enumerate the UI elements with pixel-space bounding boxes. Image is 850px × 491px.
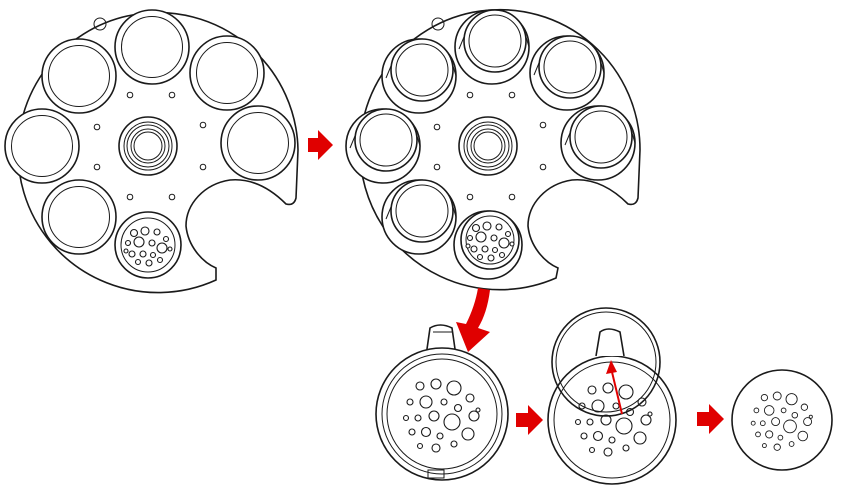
perforated-filter-slot-raised — [453, 210, 523, 280]
arrow-right-3 — [697, 404, 724, 434]
filter-insert-with-tab — [375, 324, 509, 481]
arrow-curved-down — [456, 288, 490, 352]
wheel-2-raised — [345, 8, 641, 291]
perforated-disc — [731, 369, 833, 471]
arrow-right-2 — [516, 405, 543, 435]
perforated-filter-slot — [114, 211, 182, 279]
wheel-1-flat — [4, 9, 299, 294]
retaining-ring-removal — [547, 307, 677, 485]
index-hole — [431, 17, 445, 31]
index-hole — [93, 17, 107, 31]
retaining-ring — [551, 307, 661, 417]
arrow-right-1 — [308, 130, 333, 160]
